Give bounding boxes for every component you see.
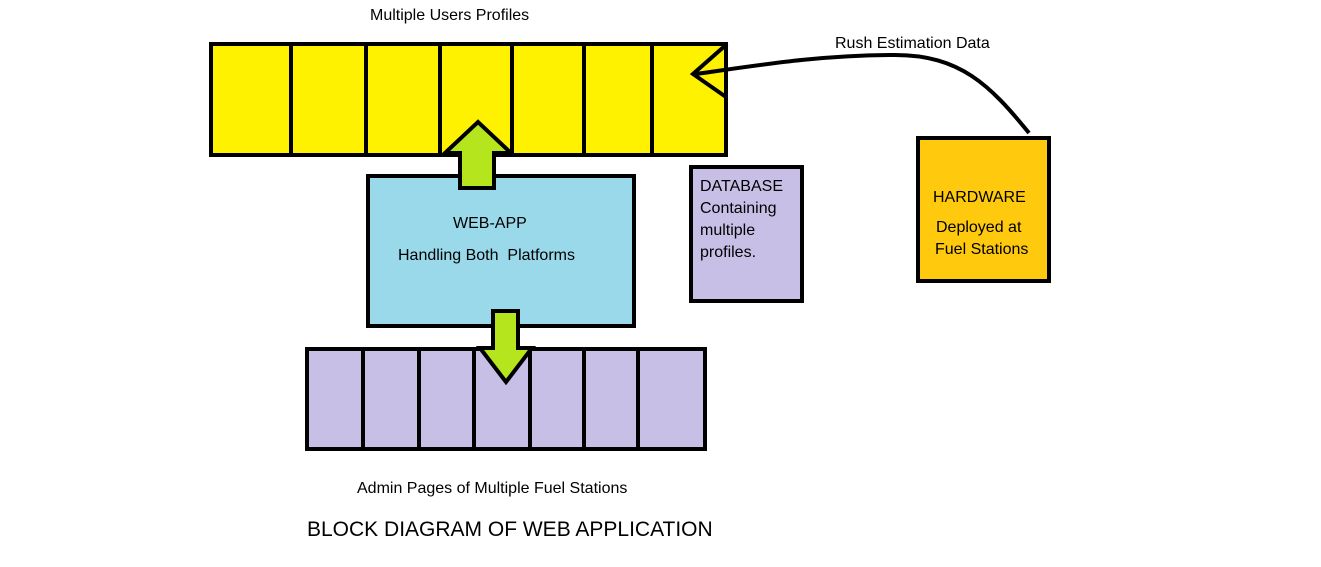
hardware-box (916, 136, 1051, 283)
database-line: DATABASE (700, 178, 783, 195)
database-line: profiles. (700, 244, 757, 261)
webapp-subtitle: Handling Both Platforms (398, 247, 575, 264)
rush-estimation-label: Rush Estimation Data (835, 35, 990, 52)
hardware-title: HARDWARE (933, 189, 1026, 206)
rush-data-arrow-line (695, 52, 1031, 135)
diagram-title: BLOCK DIAGRAM OF WEB APPLICATION (307, 518, 713, 541)
hardware-line: Fuel Stations (935, 241, 1029, 258)
down-arrow-icon (475, 309, 537, 386)
database-text: DATABASE Containing multiple profiles. (700, 176, 783, 264)
up-arrow-icon (439, 119, 517, 190)
database-line: Containing (700, 200, 777, 217)
database-box (689, 165, 804, 303)
webapp-title: WEB-APP (453, 215, 527, 232)
rush-data-arrowhead-icon (689, 42, 729, 99)
database-line: multiple (700, 222, 756, 239)
top-row-label: Multiple Users Profiles (370, 7, 530, 24)
hardware-line: Deployed at (936, 219, 1022, 236)
bottom-row-label: Admin Pages of Multiple Fuel Stations (357, 480, 628, 497)
